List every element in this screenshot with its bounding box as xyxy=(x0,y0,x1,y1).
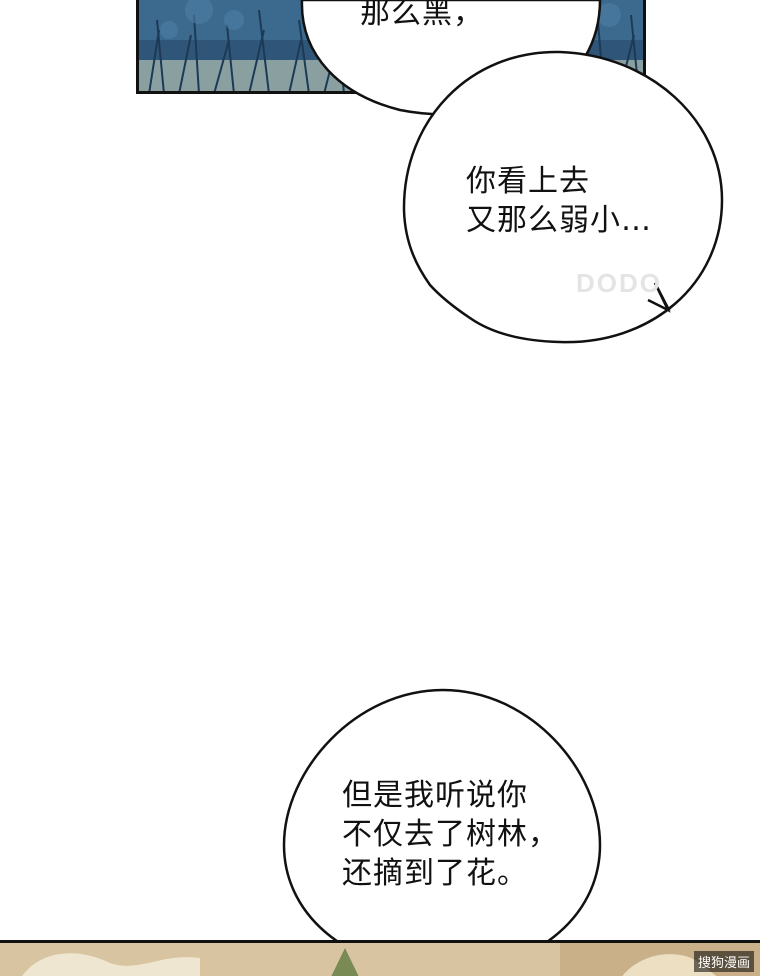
speech-line: 你看上去 xyxy=(466,164,590,199)
bottom-panel xyxy=(0,940,760,976)
speech-line: 又那么弱小… xyxy=(466,203,652,238)
watermark-text: DODO xyxy=(576,268,662,298)
speech-line: 还摘到了花。 xyxy=(342,856,528,891)
speech-line: 但是我听说你 xyxy=(342,778,528,813)
corner-watermark-text: 搜狗漫画 xyxy=(697,956,750,971)
speech-text-middle: 你看上去 又那么弱小… xyxy=(466,162,652,240)
speech-text-top: 那么黑， xyxy=(360,0,484,33)
speech-text-bottom: 但是我听说你 不仅去了树林， 还摘到了花。 xyxy=(342,776,559,893)
watermark-logo: DODO xyxy=(576,268,662,299)
corner-watermark: 搜狗漫画 xyxy=(693,951,754,972)
bottom-illustration xyxy=(0,943,760,976)
speech-line: 那么黑， xyxy=(360,0,484,31)
speech-line: 不仅去了树林， xyxy=(342,817,559,852)
